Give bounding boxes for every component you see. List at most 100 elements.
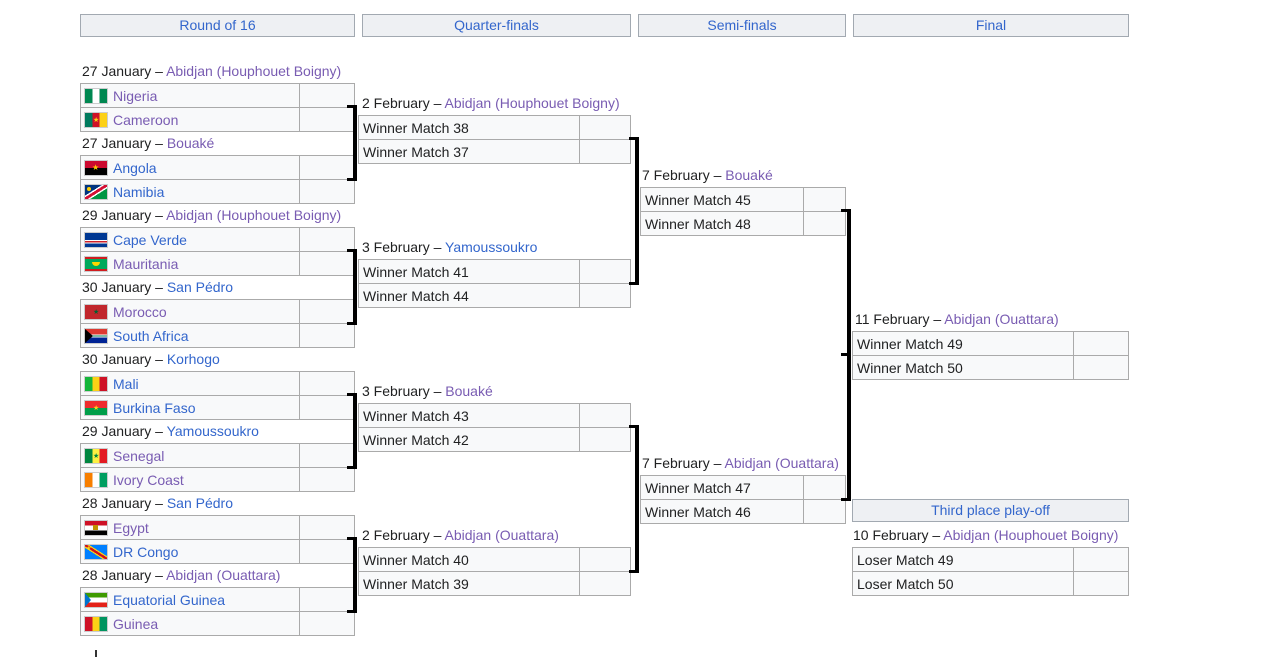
- column-header-quarter-finals[interactable]: Quarter-finals: [362, 14, 631, 37]
- team-link[interactable]: Mali: [113, 375, 139, 392]
- match-header: 2 February – Abidjan (Ouattara): [362, 523, 559, 547]
- match-header: 11 February – Abidjan (Ouattara): [855, 307, 1059, 331]
- team-cell: DR Congo: [81, 540, 299, 563]
- placeholder-team: Winner Match 47: [645, 479, 751, 496]
- placeholder-team: Winner Match 40: [363, 551, 469, 568]
- venue-link[interactable]: Abidjan (Houphouet Boigny): [444, 95, 620, 111]
- team-cell: Winner Match 37: [359, 140, 579, 163]
- venue-link[interactable]: Abidjan (Houphouet Boigny): [943, 527, 1119, 543]
- match-header: 29 January – Abidjan (Houphouet Boigny): [82, 203, 341, 227]
- score-cell: [299, 372, 354, 395]
- venue-link[interactable]: Korhogo: [166, 351, 220, 367]
- venue-link[interactable]: San Pédro: [166, 495, 234, 511]
- score-cell: [299, 300, 354, 323]
- team-link[interactable]: Cameroon: [113, 111, 179, 128]
- match-date: 29 January –: [82, 207, 167, 223]
- venue-link[interactable]: Abidjan (Houphouet Boigny): [166, 207, 342, 223]
- bracket-connector: [841, 353, 847, 356]
- score-cell: [579, 140, 630, 163]
- venue-link[interactable]: Abidjan (Ouattara): [724, 455, 839, 471]
- bracket-connector: [353, 249, 357, 325]
- team-row: Mali: [81, 372, 354, 395]
- venue-link[interactable]: Abidjan (Houphouet Boigny): [166, 63, 342, 79]
- team-row: Winner Match 41: [359, 260, 630, 283]
- team-cell: Mauritania: [81, 252, 299, 275]
- placeholder-team: Winner Match 44: [363, 287, 469, 304]
- team-link[interactable]: DR Congo: [113, 543, 179, 560]
- team-link[interactable]: Ivory Coast: [113, 471, 184, 488]
- match-date: 28 January –: [82, 495, 167, 511]
- bracket-connector: [635, 137, 639, 285]
- venue-link[interactable]: Abidjan (Ouattara): [444, 527, 559, 543]
- team-link[interactable]: Nigeria: [113, 87, 158, 104]
- team-link[interactable]: Burkina Faso: [113, 399, 196, 416]
- team-cell: Winner Match 45: [641, 188, 803, 211]
- venue-link[interactable]: Abidjan (Ouattara): [944, 311, 1059, 327]
- team-cell: Winner Match 48: [641, 212, 803, 235]
- match-box: Nigeria Cameroon: [80, 83, 355, 132]
- team-cell: Namibia: [81, 180, 299, 203]
- team-row: DR Congo: [81, 539, 354, 563]
- venue-link[interactable]: Bouaké: [725, 167, 773, 183]
- team-link[interactable]: Cape Verde: [113, 231, 187, 248]
- score-cell: [299, 156, 354, 179]
- score-cell: [579, 548, 630, 571]
- team-link[interactable]: Equatorial Guinea: [113, 591, 226, 608]
- bracket-connector: [347, 249, 353, 252]
- venue-link[interactable]: Bouaké: [445, 383, 493, 399]
- match-header: 30 January – Korhogo: [82, 347, 220, 371]
- placeholder-team: Winner Match 37: [363, 143, 469, 160]
- team-cell: Winner Match 46: [641, 500, 803, 523]
- match-date: 30 January –: [82, 279, 167, 295]
- placeholder-team: Winner Match 42: [363, 431, 469, 448]
- team-link[interactable]: Guinea: [113, 615, 159, 632]
- match-date: 30 January –: [82, 351, 167, 367]
- venue-link[interactable]: Yamoussoukro: [445, 239, 538, 255]
- team-link[interactable]: Namibia: [113, 183, 165, 200]
- team-cell: Winner Match 41: [359, 260, 579, 283]
- team-link[interactable]: Mauritania: [113, 255, 179, 272]
- team-link[interactable]: Senegal: [113, 447, 165, 464]
- team-row: Winner Match 38: [359, 116, 630, 139]
- placeholder-team: Loser Match 49: [857, 551, 954, 568]
- match-header: 3 February – Yamoussoukro: [362, 235, 537, 259]
- team-row: Mauritania: [81, 251, 354, 275]
- venue-link[interactable]: San Pédro: [166, 279, 234, 295]
- match-header: 30 January – San Pédro: [82, 275, 233, 299]
- team-row: Winner Match 47: [641, 476, 845, 499]
- score-cell: [579, 404, 630, 427]
- team-link[interactable]: Egypt: [113, 519, 149, 536]
- match-date: 3 February –: [362, 383, 446, 399]
- team-cell: Cameroon: [81, 108, 299, 131]
- venue-link[interactable]: Abidjan (Ouattara): [166, 567, 281, 583]
- bracket-connector: [347, 178, 353, 181]
- column-header-semi-finals[interactable]: Semi-finals: [638, 14, 846, 37]
- morocco-flag: [85, 304, 107, 319]
- match-box: Winner Match 47 Winner Match 46: [640, 475, 846, 524]
- match-box: Winner Match 49 Winner Match 50: [852, 331, 1129, 380]
- venue-link[interactable]: Bouaké: [166, 135, 215, 151]
- match-header: 7 February – Bouaké: [642, 163, 773, 187]
- team-row: Winner Match 49: [853, 332, 1128, 355]
- placeholder-team: Winner Match 48: [645, 215, 751, 232]
- team-link[interactable]: Morocco: [113, 303, 167, 320]
- column-header-final[interactable]: Final: [853, 14, 1129, 37]
- third-place-header[interactable]: Third place play-off: [852, 499, 1129, 522]
- bracket-connector: [629, 137, 635, 140]
- venue-link[interactable]: Yamoussoukro: [166, 423, 259, 439]
- team-cell: Cape Verde: [81, 228, 299, 251]
- placeholder-team: Loser Match 50: [857, 575, 954, 592]
- team-link[interactable]: South Africa: [113, 327, 189, 344]
- match-header: 28 January – Abidjan (Ouattara): [82, 563, 280, 587]
- bracket-connector: [347, 610, 353, 613]
- team-link[interactable]: Angola: [113, 159, 157, 176]
- column-header-round-of-16[interactable]: Round of 16: [80, 14, 355, 37]
- mauritania-flag: [85, 256, 107, 271]
- match-box: Equatorial Guinea Guinea: [80, 587, 355, 636]
- score-cell: [299, 516, 354, 539]
- team-cell: Morocco: [81, 300, 299, 323]
- score-cell: [579, 284, 630, 307]
- match-date: 11 February –: [855, 311, 945, 327]
- south-africa-flag: [85, 328, 107, 343]
- score-cell: [579, 572, 630, 595]
